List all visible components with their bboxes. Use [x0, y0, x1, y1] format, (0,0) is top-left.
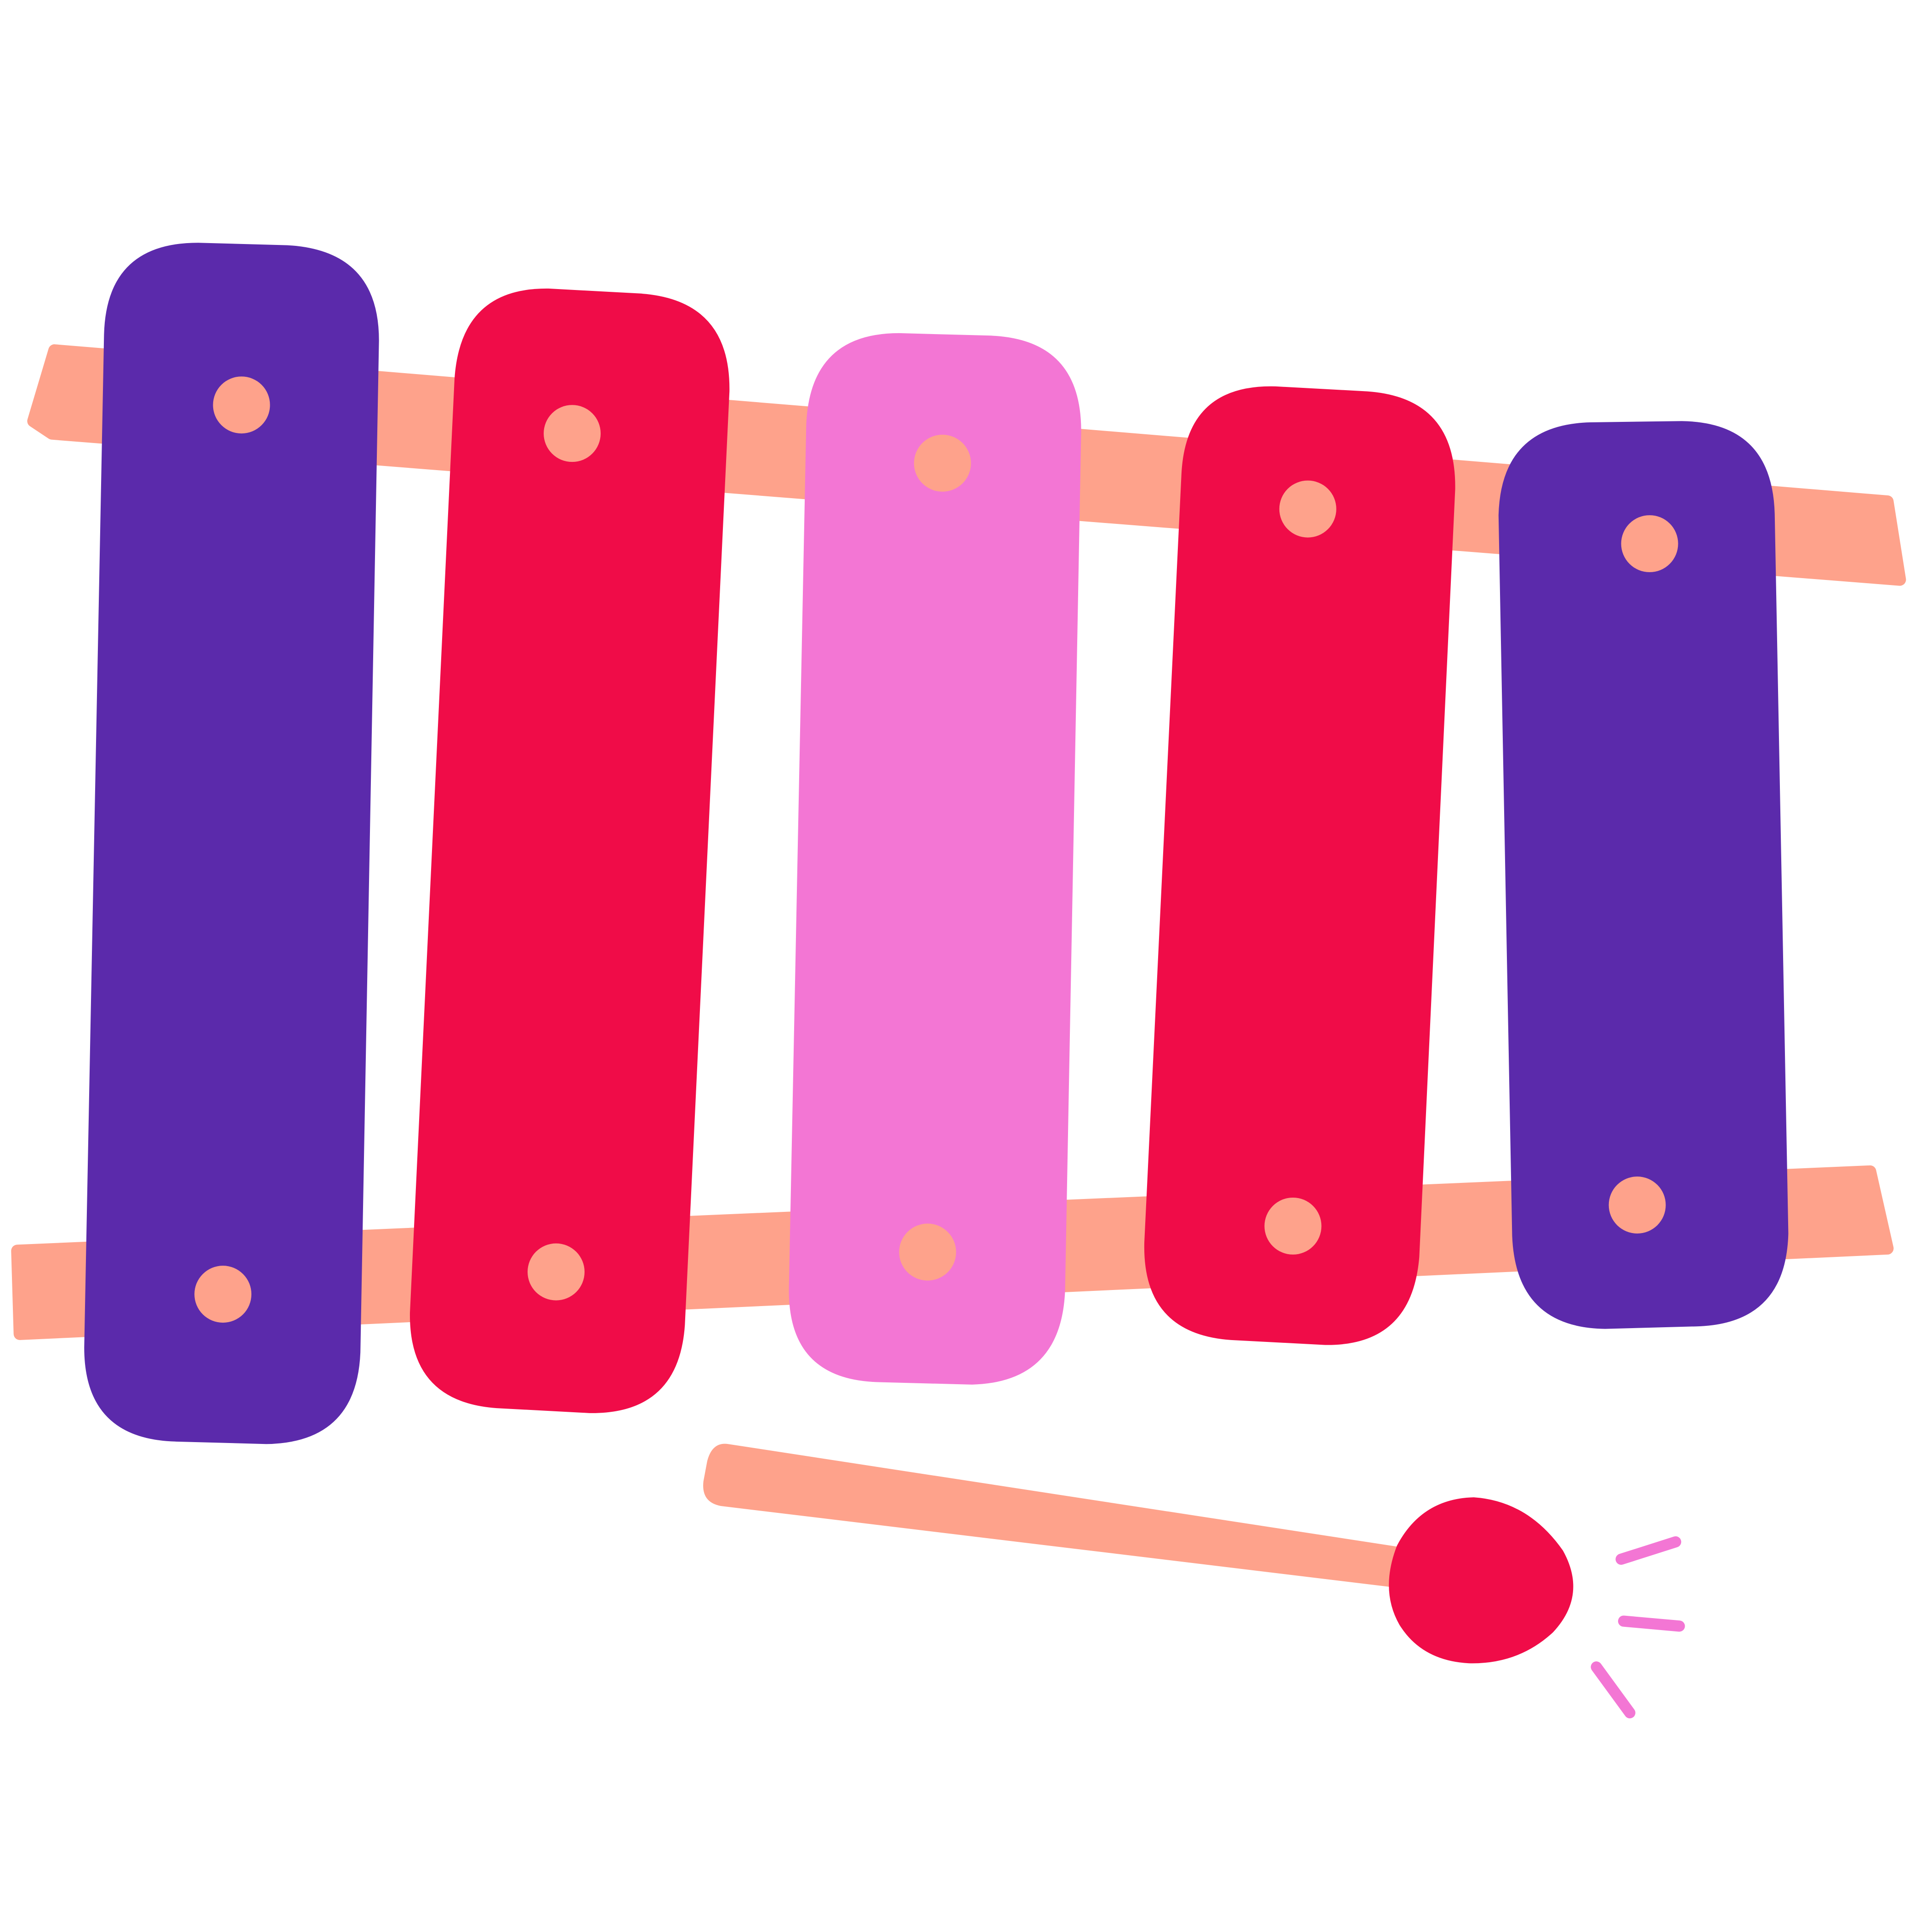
sound-line-bottom	[1591, 1661, 1636, 1719]
bar-2	[409, 288, 730, 1413]
bar-1-body	[84, 243, 379, 1444]
bar-3-peg-bottom	[899, 1223, 956, 1281]
bar-4	[1144, 386, 1455, 1345]
bar-5	[1498, 421, 1789, 1329]
bar-3-body	[789, 333, 1081, 1385]
bar-5-body	[1498, 421, 1789, 1329]
bar-3-peg-top	[914, 434, 971, 492]
bar-5-peg-top	[1621, 515, 1678, 573]
bar-2-body	[409, 288, 730, 1413]
bar-4-peg-bottom	[1264, 1197, 1322, 1255]
mallet	[703, 1443, 1574, 1664]
sound-line-top	[1615, 1536, 1682, 1565]
bar-1-peg-top	[213, 376, 270, 434]
bar-5-peg-bottom	[1608, 1176, 1666, 1234]
xylophone-bars	[84, 243, 1789, 1444]
sound-lines	[1591, 1536, 1685, 1719]
bar-1-peg-bottom	[194, 1266, 252, 1323]
bar-3	[789, 333, 1081, 1385]
sound-line-middle	[1618, 1615, 1685, 1632]
bar-2-peg-top	[544, 405, 601, 462]
bar-2-peg-bottom	[528, 1243, 585, 1301]
mallet-head	[1389, 1497, 1574, 1664]
bar-1	[84, 243, 379, 1444]
bar-4-peg-top	[1279, 480, 1336, 538]
bar-4-body	[1144, 386, 1455, 1345]
mallet-stick	[703, 1443, 1407, 1588]
